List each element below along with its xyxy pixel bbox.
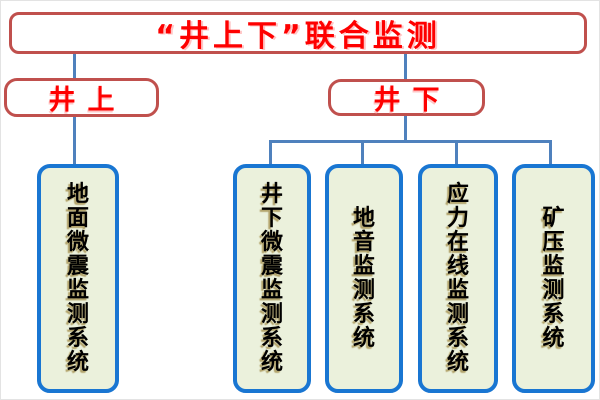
- root-node-joint-monitoring: “井上下”联合监测: [9, 12, 587, 54]
- leaf-node-geoacoustic: 地音监测系统: [325, 164, 403, 393]
- leaf-geoacoustic-label: 地音监测系统: [353, 205, 376, 351]
- leaf-underground-microseismic-label: 井下微震监测系统: [261, 181, 284, 375]
- leaf-node-mine-pressure: 矿压监测系统: [512, 164, 595, 393]
- leaf-node-surface-microseismic: 地面微震监测系统: [37, 164, 119, 393]
- branch-node-jingxia: 井下: [328, 79, 485, 116]
- connector-jingxia-bus: [269, 140, 552, 143]
- leaf-node-underground-microseismic: 井下微震监测系统: [233, 164, 311, 393]
- connector-drop-leaf4: [455, 140, 458, 164]
- branch-jingxia-label: 井下: [373, 85, 452, 116]
- connector-drop-leaf5: [549, 140, 552, 164]
- connector-drop-leaf2: [269, 140, 272, 164]
- branch-node-jingshang: 井上: [4, 78, 159, 117]
- leaf-node-online-stress: 应力在线监测系统: [418, 164, 498, 393]
- leaf-surface-microseismic-label: 地面微震监测系统: [67, 181, 90, 375]
- leaf-mine-pressure-label: 矿压监测系统: [542, 205, 565, 351]
- connector-drop-leaf3: [361, 140, 364, 164]
- root-node-label: “井上下”联合监测: [155, 19, 441, 54]
- leaf-online-stress-label: 应力在线监测系统: [447, 181, 470, 375]
- branch-jingshang-label: 井上: [48, 85, 127, 116]
